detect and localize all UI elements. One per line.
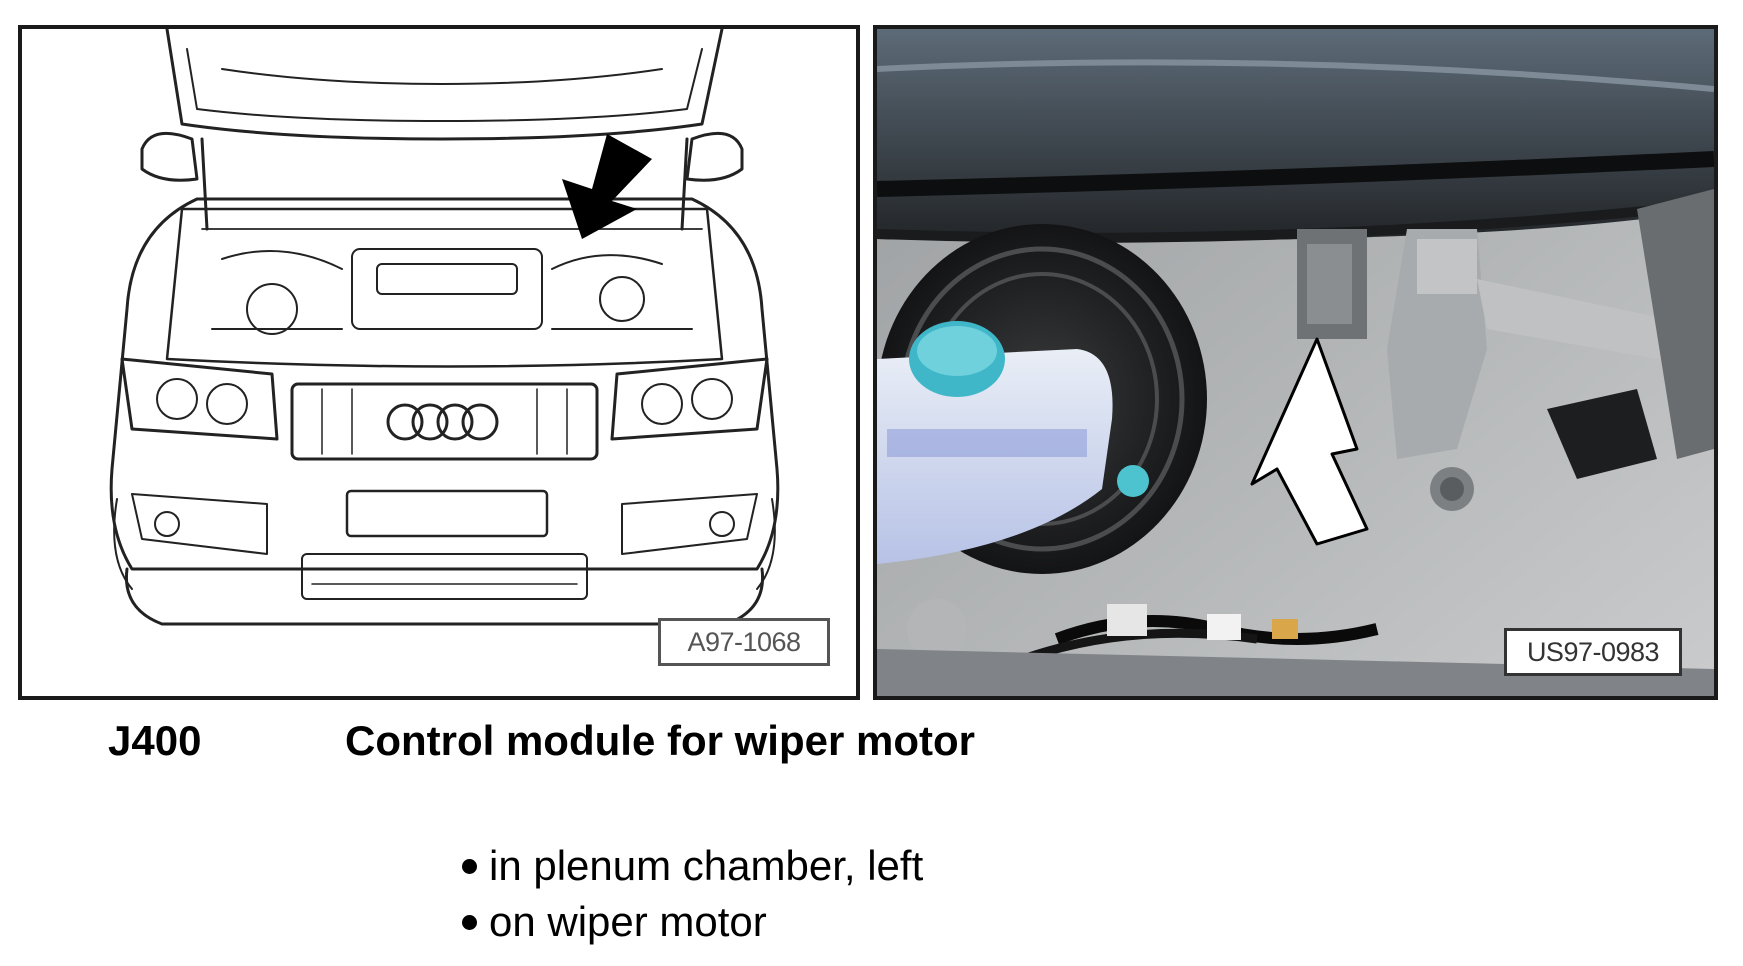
car-line-drawing bbox=[109, 29, 780, 626]
list-item: in plenum chamber, left bbox=[462, 838, 923, 894]
arrow-white-icon bbox=[1250, 337, 1369, 546]
component-code: J400 bbox=[108, 717, 202, 764]
location-text: on wiper motor bbox=[489, 898, 767, 945]
list-item: on wiper motor bbox=[462, 894, 923, 950]
figure-reference-right: US97-0983 bbox=[1504, 628, 1682, 676]
component-title: Control module for wiper motor bbox=[345, 717, 975, 764]
bullet-icon bbox=[462, 858, 477, 874]
figure-reference-left: A97-1068 bbox=[658, 618, 830, 666]
car-front-illustration: A97-1068 bbox=[18, 25, 860, 700]
engine-bay-photo bbox=[877, 29, 1714, 696]
location-list: in plenum chamber, left on wiper motor bbox=[462, 838, 923, 950]
arrow-black-icon bbox=[562, 134, 652, 239]
plenum-chamber-photo: US97-0983 bbox=[873, 25, 1718, 700]
location-text: in plenum chamber, left bbox=[489, 842, 924, 889]
bullet-icon bbox=[462, 914, 477, 930]
